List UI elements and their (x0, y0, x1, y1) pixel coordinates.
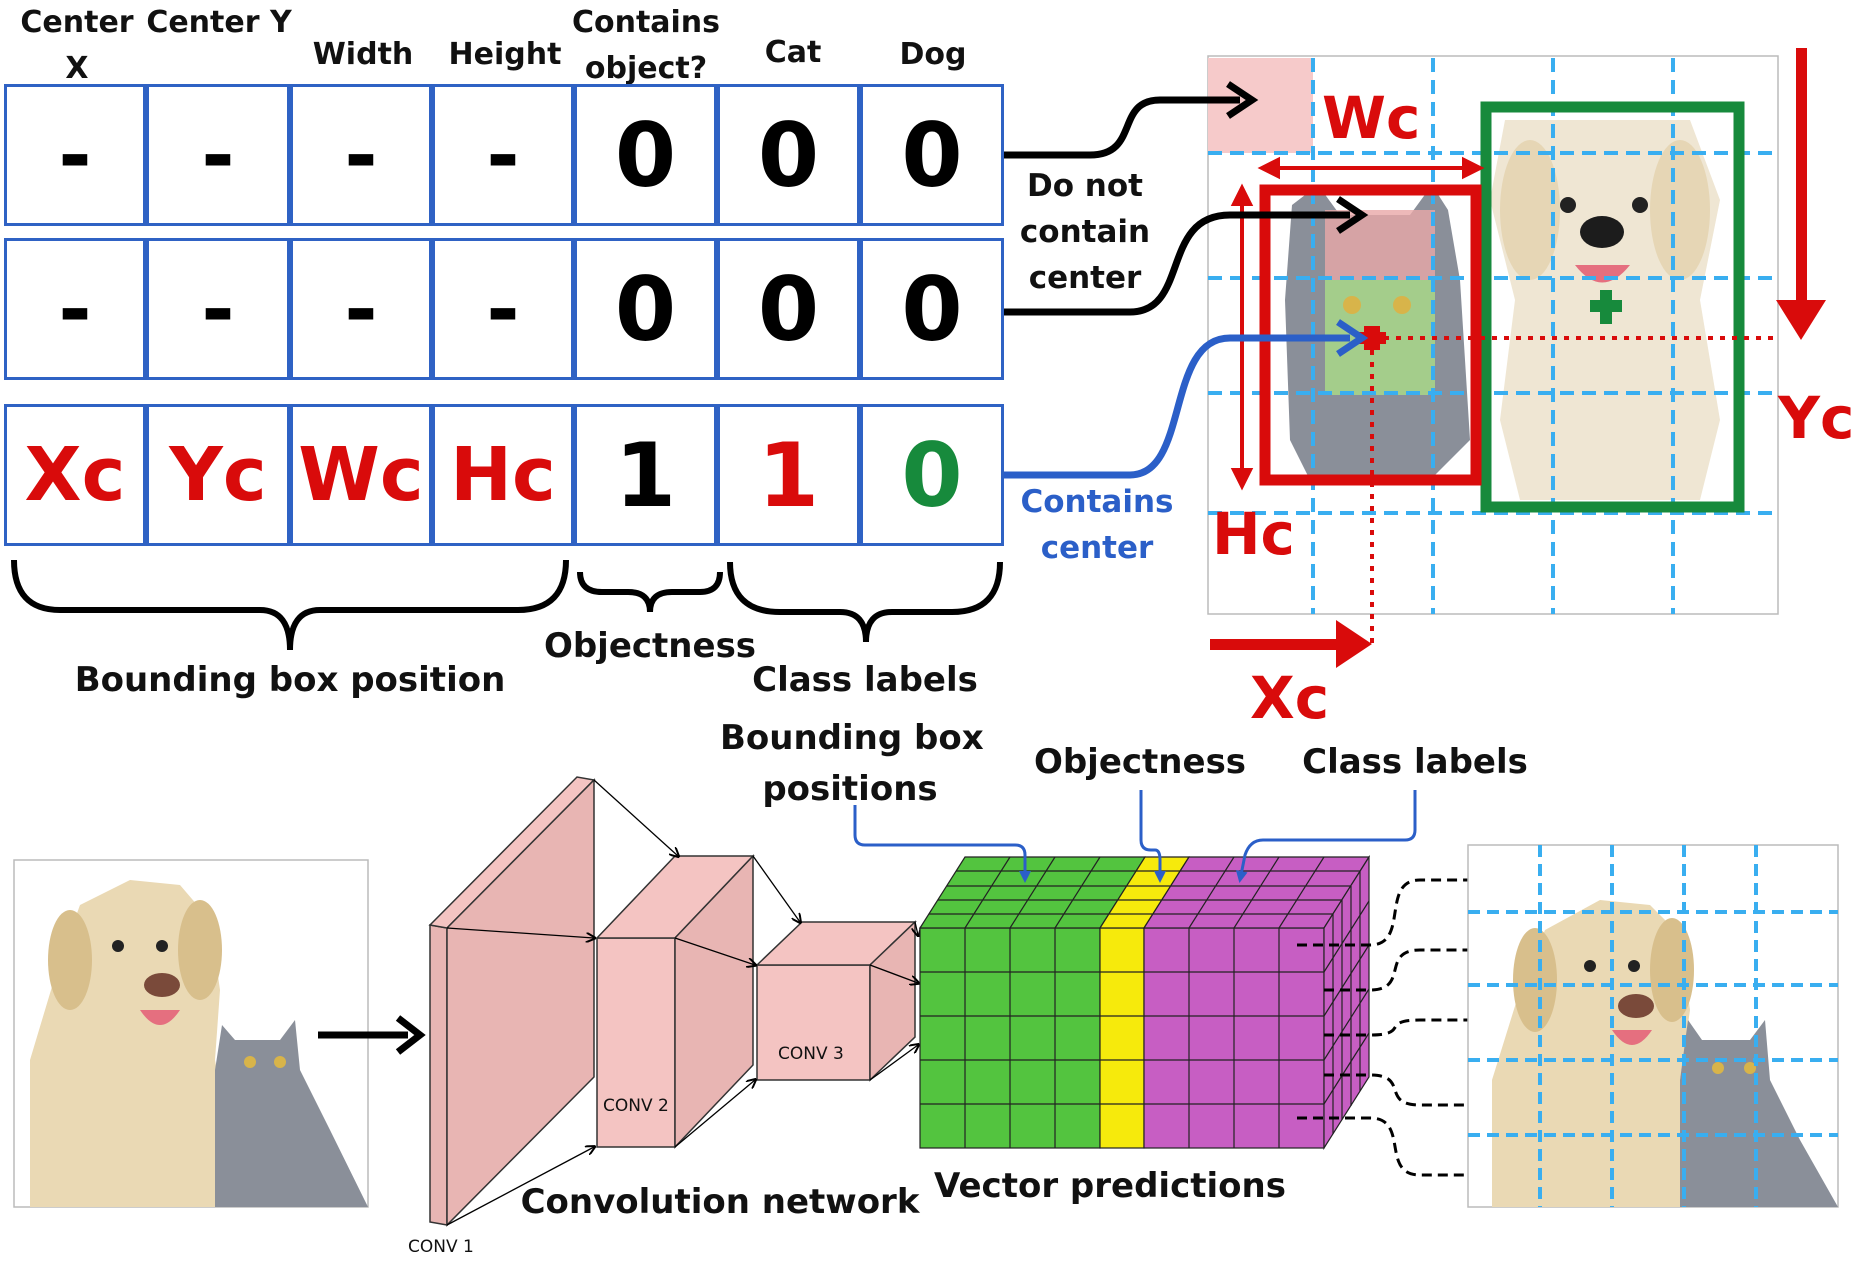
table-cell-r3-c5: 1 (574, 404, 717, 546)
header-cat: Cat (720, 30, 866, 76)
dog-center-marker (1590, 290, 1622, 324)
table-cell-r2-c4: - (432, 238, 574, 380)
header-center-x: Center X (4, 0, 150, 92)
table-cell-r1-c6: 0 (717, 84, 860, 226)
table-cell-r3-c6: 1 (717, 404, 860, 546)
table-cell-r3-c7: 0 (860, 404, 1004, 546)
grid-label-xc: Xc (1250, 664, 1330, 732)
output-label-objectness: Objectness (1033, 742, 1247, 782)
grid-label-wc: Wc (1322, 84, 1421, 152)
output-label-bbox-line1: Bounding box (720, 718, 984, 758)
dog-bounding-box (1480, 101, 1745, 513)
table-cell-r1-c1: - (4, 84, 146, 226)
header-label: Width (312, 37, 414, 72)
output-photo (1467, 844, 1839, 1208)
annotation-no-center-line2: contain (1019, 214, 1151, 250)
table-cell-r2-c6: 0 (717, 238, 860, 380)
conv-layers (428, 776, 917, 1227)
network-title: Convolution network (520, 1182, 920, 1222)
table-cell-r3-c1: Xc (4, 404, 146, 546)
table-cell-r3-c2: Yc (146, 404, 290, 546)
table-cell-r3-c4: Hc (432, 404, 574, 546)
table-cell-r2-c1: - (4, 238, 146, 380)
header-width: Width (290, 32, 436, 78)
output-label-classes: Class labels (1302, 742, 1528, 782)
header-dog: Dog (860, 32, 1006, 78)
output-label-bbox-line2: positions (762, 769, 938, 809)
grid-label-hc: Hc (1212, 500, 1295, 568)
header-label: Cat (764, 35, 822, 70)
header-label: Contains object? (571, 5, 721, 86)
group-label-classes: Class labels (752, 660, 978, 700)
xc-arrow (1210, 620, 1372, 668)
header-height: Height (432, 32, 578, 78)
table-cell-r3-c3: Wc (290, 404, 432, 546)
row-connectors (1004, 81, 1369, 479)
conv2-label: CONV 2 (603, 1096, 669, 1116)
grid-label-yc: Yc (1778, 384, 1855, 452)
table-cell-r1-c3: - (290, 84, 432, 226)
group-label-objectness: Objectness (543, 626, 757, 666)
table-cell-r2-c7: 0 (860, 238, 1004, 380)
output-arrows (1297, 878, 1490, 1177)
annotation-no-center-line1: Do not (1026, 168, 1143, 204)
conv-connectors (446, 779, 918, 1226)
vector-predictions-title: Vector predictions (934, 1166, 1286, 1206)
group-braces (11, 559, 1003, 651)
table-cell-r2-c5: 0 (574, 238, 717, 380)
header-label: Center X (20, 5, 134, 86)
input-arrow (318, 1015, 426, 1055)
table-cell-r1-c7: 0 (860, 84, 1004, 226)
table-cell-r1-c5: 0 (574, 84, 717, 226)
width-dimension-arrow (1257, 156, 1485, 180)
input-photo (13, 859, 369, 1208)
conv3-label: CONV 3 (778, 1044, 844, 1064)
grid-image-panel (1207, 48, 1826, 668)
annotation-no-center-line3: center (1028, 260, 1142, 296)
table-cell-r1-c4: - (432, 84, 574, 226)
annotation-has-center-line2: center (1040, 530, 1154, 566)
header-label: Dog (899, 37, 967, 72)
header-label: Center Y (146, 5, 292, 40)
annotation-has-center-line1: Contains (1020, 484, 1174, 520)
conv1-label: CONV 1 (408, 1237, 474, 1257)
table-cell-r2-c3: - (290, 238, 432, 380)
header-label: Height (448, 37, 562, 72)
table-cell-r1-c2: - (146, 84, 290, 226)
vector-prediction-cube (918, 854, 1371, 1151)
output-pointers (853, 790, 1417, 883)
group-label-bbox: Bounding box position (74, 660, 506, 700)
header-contains-object: Contains object? (566, 0, 726, 92)
dog-photo (1490, 120, 1720, 500)
cat-center-marker (1358, 326, 1386, 350)
table-cell-r2-c2: - (146, 238, 290, 380)
yc-arrow (1776, 48, 1826, 340)
header-center-y: Center Y (146, 0, 292, 46)
